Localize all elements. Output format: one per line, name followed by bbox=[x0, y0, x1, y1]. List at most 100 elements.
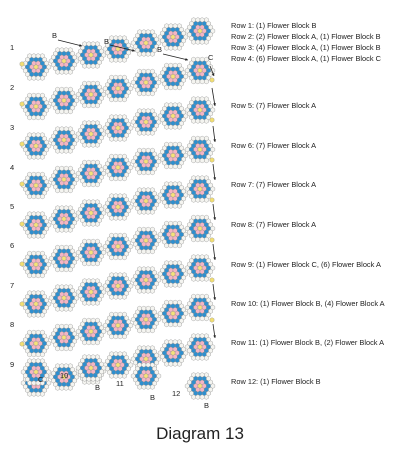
block-letter-bottom-0: C bbox=[38, 375, 44, 384]
flower-block bbox=[20, 358, 52, 386]
row-9-instruction: Row 9: (1) Flower Block C, (6) Flower Bl… bbox=[231, 260, 381, 269]
flower-block bbox=[48, 323, 80, 352]
flower-block bbox=[48, 47, 80, 75]
flower-block bbox=[130, 266, 162, 294]
side-arrow-2-head bbox=[213, 103, 216, 106]
side-arrow-1-head bbox=[211, 73, 215, 76]
flower-block bbox=[20, 53, 52, 81]
connector-hex bbox=[19, 141, 25, 147]
block-letter-top-1: B bbox=[104, 37, 109, 46]
flower-block bbox=[184, 96, 216, 124]
flower-block bbox=[102, 272, 134, 300]
sequence-arrow-2-head bbox=[132, 48, 135, 52]
flower-block bbox=[102, 311, 134, 340]
side-arrow-2 bbox=[211, 87, 216, 107]
flower-block bbox=[184, 135, 216, 164]
flower-block bbox=[184, 333, 216, 361]
flower-block bbox=[102, 114, 134, 142]
flower-block bbox=[48, 165, 80, 194]
flower-block bbox=[157, 220, 189, 249]
row-8-instruction: Row 8: (7) Flower Block A bbox=[231, 220, 317, 229]
flower-block bbox=[184, 17, 216, 45]
row-10-instruction: Row 10: (1) Flower Block B, (4) Flower B… bbox=[231, 299, 385, 308]
row-7-instruction: Row 7: (7) Flower Block A bbox=[231, 180, 317, 189]
flower-block bbox=[157, 102, 189, 130]
block-letter-top-3: C bbox=[208, 53, 214, 62]
flower-block bbox=[75, 354, 107, 382]
connector-hex bbox=[19, 261, 25, 267]
flower-block bbox=[130, 187, 162, 215]
block-letter-top-2: B bbox=[157, 45, 162, 54]
flower-block bbox=[130, 68, 162, 97]
flower-block bbox=[75, 80, 107, 109]
flower-block bbox=[102, 351, 134, 379]
flower-block bbox=[20, 132, 52, 160]
flower-block bbox=[20, 211, 52, 239]
flower-block bbox=[20, 290, 52, 318]
connector-hex bbox=[209, 157, 215, 163]
row-5-instruction: Row 5: (7) Flower Block A bbox=[231, 101, 317, 110]
row-number-4: 4 bbox=[10, 163, 14, 172]
flower-block bbox=[102, 74, 134, 103]
diagram-caption: Diagram 13 bbox=[156, 424, 244, 443]
block-letter-bottom-3: B bbox=[204, 401, 209, 410]
sequence-arrow-2 bbox=[109, 44, 136, 52]
connector-hex bbox=[209, 197, 215, 203]
sequence-arrow-3-head bbox=[185, 57, 188, 61]
row-number-3: 3 bbox=[10, 123, 14, 132]
flower-block bbox=[157, 299, 189, 328]
side-arrow-5 bbox=[212, 203, 216, 221]
flower-block bbox=[48, 205, 80, 233]
connector-hex bbox=[19, 341, 25, 347]
connector-hex bbox=[209, 237, 215, 243]
side-arrow-3 bbox=[212, 125, 216, 143]
flower-block bbox=[157, 23, 189, 51]
flower-block bbox=[102, 35, 134, 63]
connector-hex bbox=[209, 317, 215, 323]
side-arrow-4-head bbox=[213, 177, 217, 180]
row-12-instruction: Row 12: (1) Flower Block B bbox=[231, 377, 321, 386]
flower-block bbox=[130, 108, 162, 136]
flower-block bbox=[75, 278, 107, 306]
connector-hex bbox=[19, 221, 25, 227]
connector-hex bbox=[209, 117, 215, 123]
flower-block bbox=[75, 159, 107, 188]
row-number-10: 10 bbox=[60, 371, 68, 380]
flower-block bbox=[130, 362, 162, 390]
connector-hex bbox=[19, 101, 25, 107]
row-4-instruction: Row 4: (6) Flower Block A, (1) Flower Bl… bbox=[231, 54, 381, 63]
row-number-5: 5 bbox=[10, 202, 14, 211]
row-number-11: 11 bbox=[116, 379, 124, 388]
sequence-arrow-1-head bbox=[79, 43, 82, 47]
row-number-8: 8 bbox=[10, 320, 14, 329]
flower-block bbox=[184, 372, 216, 400]
flower-block bbox=[48, 86, 80, 115]
flower-block bbox=[48, 363, 80, 391]
flower-block bbox=[184, 254, 216, 282]
flower-block bbox=[75, 120, 107, 148]
row-number-9: 9 bbox=[10, 360, 14, 369]
row-number-6: 6 bbox=[10, 241, 14, 250]
flower-block bbox=[75, 199, 107, 227]
flower-block bbox=[48, 126, 80, 154]
sequence-arrow-3 bbox=[162, 53, 189, 61]
sequence-arrow-1 bbox=[57, 39, 83, 47]
flower-block bbox=[157, 62, 189, 91]
flower-block bbox=[102, 193, 134, 221]
row-number-7: 7 bbox=[10, 281, 14, 290]
side-arrow-7 bbox=[212, 283, 216, 301]
flower-block bbox=[184, 214, 216, 243]
flower-block bbox=[48, 284, 80, 312]
flower-block bbox=[157, 141, 189, 170]
row-1-instruction: Row 1: (1) Flower Block B bbox=[231, 21, 317, 30]
side-arrow-3-head bbox=[213, 139, 217, 142]
connector-hex bbox=[19, 61, 25, 67]
row-6-instruction: Row 6: (7) Flower Block A bbox=[231, 141, 317, 150]
flower-block bbox=[20, 329, 52, 358]
flower-block bbox=[20, 171, 52, 200]
flower-block bbox=[75, 41, 107, 69]
connector-hex bbox=[209, 277, 215, 283]
block-letter-bottom-2: B bbox=[150, 393, 155, 402]
flower-block bbox=[75, 238, 107, 267]
